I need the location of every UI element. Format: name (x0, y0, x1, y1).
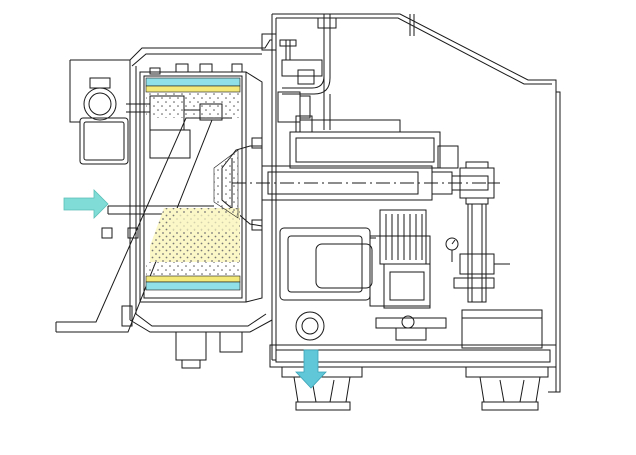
circular-port-icon (295, 311, 325, 341)
gauge-icon (445, 237, 459, 262)
right-foot (465, 366, 549, 411)
hydraulic-piping (279, 14, 415, 130)
motor (375, 209, 447, 341)
right-side-panel (461, 309, 543, 349)
filter-medium (145, 77, 241, 291)
bearing-housing (277, 59, 459, 169)
drive-housing (279, 227, 431, 307)
right-coupling (453, 161, 510, 303)
arrow-down-icon (295, 349, 327, 389)
housing-casing (69, 33, 277, 333)
arrow-right-icon (63, 189, 109, 219)
main-shaft (221, 137, 500, 231)
filter-cake (150, 208, 240, 262)
machine-frame (269, 13, 561, 393)
lower-support (175, 331, 243, 369)
hub-dots (213, 149, 239, 219)
